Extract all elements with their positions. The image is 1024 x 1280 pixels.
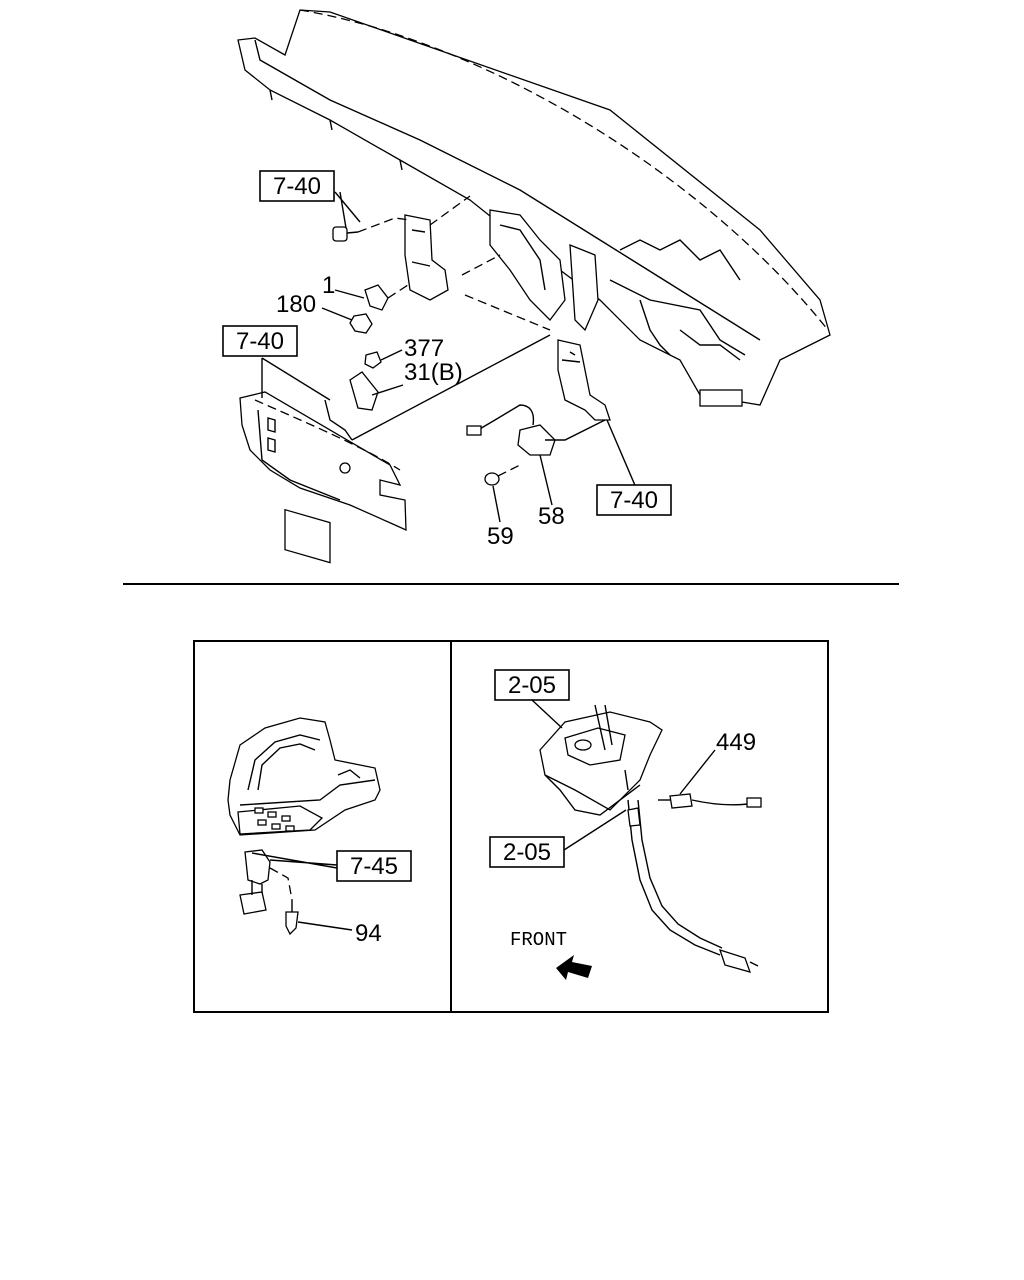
part-number-58: 58 <box>538 503 565 530</box>
clip-1 <box>334 284 409 311</box>
shifter-housing <box>539 704 663 816</box>
part-number-59: 59 <box>487 523 514 550</box>
sensor-449 <box>658 749 762 809</box>
ref-box-7-40-a: 7-40 <box>259 170 335 202</box>
instrument-panel-assembly <box>237 9 831 407</box>
front-arrow-icon <box>556 955 592 980</box>
nut-180 <box>321 307 373 334</box>
ref-label-7-40-a: 7-40 <box>273 173 321 200</box>
bracket-31b <box>349 371 404 411</box>
ref-box-7-45: 7-45 <box>336 850 412 882</box>
part-number-449: 449 <box>716 729 756 756</box>
ref-label-2-05-b: 2-05 <box>503 839 551 866</box>
part-number-1: 1 <box>322 272 335 299</box>
left-bracket <box>404 195 551 331</box>
console-assembly <box>227 717 381 836</box>
switch-58 <box>466 404 606 506</box>
ref-label-2-05-a: 2-05 <box>508 672 556 699</box>
shift-cable <box>627 799 759 973</box>
console-switch <box>239 849 338 915</box>
ref-label-7-40-b: 7-40 <box>236 328 284 355</box>
clip-94 <box>285 900 353 936</box>
ref-box-7-40-c: 7-40 <box>596 484 672 516</box>
ref-label-7-40-c: 7-40 <box>610 487 658 514</box>
bolt-7-40-a <box>332 191 411 242</box>
inset-frame <box>193 640 829 1013</box>
lower-cover-panel <box>239 334 551 564</box>
ref-label-7-45: 7-45 <box>350 853 398 880</box>
part-number-31b: 31(B) <box>404 359 463 386</box>
screw-59 <box>484 464 521 523</box>
part-number-94: 94 <box>355 920 382 947</box>
clip-377 <box>364 349 403 369</box>
front-label: FRONT <box>510 929 567 951</box>
part-number-180: 180 <box>276 291 316 318</box>
ref-box-7-40-b: 7-40 <box>222 325 298 357</box>
switch-bracket <box>557 339 638 491</box>
part-number-377: 377 <box>404 335 444 362</box>
ref-box-2-05-b: 2-05 <box>489 809 627 868</box>
ref-box-2-05-a: 2-05 <box>494 669 570 729</box>
